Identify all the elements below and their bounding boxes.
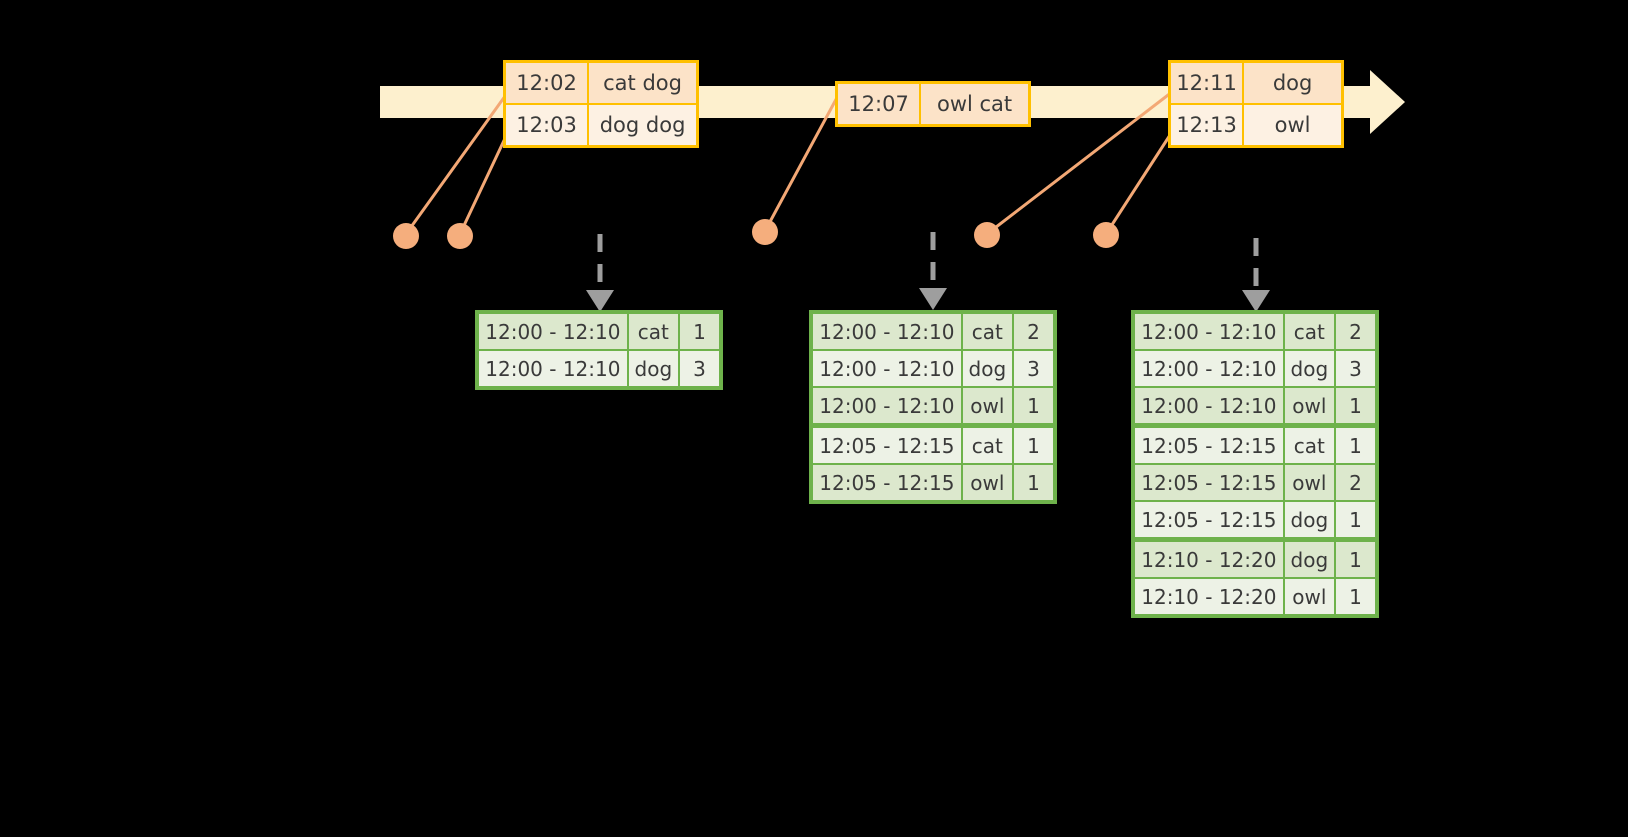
emit-arrows	[597, 232, 1259, 292]
event-row[interactable]: 12:07 owl cat	[838, 84, 1028, 124]
table-cell-count: 1	[1334, 541, 1376, 578]
event-words: cat dog	[587, 63, 696, 103]
table-cell-window: 12:00 - 12:10	[1134, 313, 1284, 350]
event-dot-1207	[752, 219, 778, 245]
table-cell-window: 12:05 - 12:15	[1134, 427, 1284, 464]
table-cell-count: 2	[1334, 313, 1376, 350]
event-dot-1213	[1093, 222, 1119, 248]
table-cell-window: 12:00 - 12:10	[812, 313, 962, 350]
event-timestamp: 12:13	[1171, 105, 1243, 145]
event-dot-1211	[974, 222, 1000, 248]
table-cell-count: 1	[1012, 464, 1054, 501]
table-cell-count: 3	[678, 350, 720, 387]
table-cell-window: 12:00 - 12:10	[478, 350, 628, 387]
table-cell-window: 12:00 - 12:10	[812, 387, 962, 424]
event-group-1[interactable]: 12:02 cat dog 12:03 dog dog	[503, 60, 699, 148]
table-cell-word: dog	[627, 350, 679, 387]
event-words: dog	[1242, 63, 1341, 103]
event-dots	[393, 219, 1119, 249]
event-words: dog dog	[587, 105, 696, 145]
table-cell-word: owl	[961, 464, 1013, 501]
table-cell-word: owl	[1283, 464, 1335, 501]
table-cell-count: 1	[678, 313, 720, 350]
table-cell-word: owl	[1283, 578, 1335, 615]
table-cell-count: 2	[1334, 464, 1376, 501]
table-cell-word: cat	[627, 313, 679, 350]
event-dot-1202	[393, 223, 419, 249]
table-cell-window: 12:10 - 12:20	[1134, 541, 1284, 578]
table-cell-word: cat	[961, 313, 1013, 350]
event-row[interactable]: 12:03 dog dog	[506, 103, 696, 145]
table-cell-word: dog	[1283, 501, 1335, 538]
emit-arrowheads	[586, 288, 1270, 312]
table-cell-count: 3	[1334, 350, 1376, 387]
event-timestamp: 12:02	[506, 63, 588, 103]
table-cell-window: 12:00 - 12:10	[1134, 387, 1284, 424]
event-timestamp: 12:03	[506, 105, 588, 145]
event-row[interactable]: 12:11 dog	[1171, 63, 1341, 103]
table-cell-count: 3	[1012, 350, 1054, 387]
table-cell-count: 1	[1334, 501, 1376, 538]
table-cell-window: 12:10 - 12:20	[1134, 578, 1284, 615]
event-group-3[interactable]: 12:11 dog 12:13 owl	[1168, 60, 1344, 148]
event-dot-1203	[447, 223, 473, 249]
event-words: owl cat	[919, 84, 1028, 124]
event-group-2[interactable]: 12:07 owl cat	[835, 81, 1031, 127]
table-cell-window: 12:05 - 12:15	[812, 464, 962, 501]
table-cell-word: owl	[961, 387, 1013, 424]
table-cell-word: cat	[1283, 313, 1335, 350]
table-cell-count: 1	[1334, 427, 1376, 464]
event-row[interactable]: 12:02 cat dog	[506, 63, 696, 103]
event-timestamp: 12:11	[1171, 63, 1243, 103]
table-cell-count: 1	[1334, 387, 1376, 424]
table-cell-word: dog	[961, 350, 1013, 387]
table-cell-window: 12:00 - 12:10	[1134, 350, 1284, 387]
event-words: owl	[1242, 105, 1341, 145]
table-cell-word: owl	[1283, 387, 1335, 424]
table-cell-window: 12:05 - 12:15	[812, 427, 962, 464]
table-cell-word: cat	[1283, 427, 1335, 464]
event-row[interactable]: 12:13 owl	[1171, 103, 1341, 145]
table-cell-count: 1	[1012, 427, 1054, 464]
table-cell-word: dog	[1283, 350, 1335, 387]
table-cell-count: 2	[1012, 313, 1054, 350]
table-cell-window: 12:05 - 12:15	[1134, 464, 1284, 501]
table-cell-count: 1	[1334, 578, 1376, 615]
table-cell-count: 1	[1012, 387, 1054, 424]
event-timestamp: 12:07	[838, 84, 920, 124]
table-cell-window: 12:00 - 12:10	[812, 350, 962, 387]
table-cell-word: cat	[961, 427, 1013, 464]
table-cell-window: 12:00 - 12:10	[478, 313, 628, 350]
table-cell-word: dog	[1283, 541, 1335, 578]
table-cell-window: 12:05 - 12:15	[1134, 501, 1284, 538]
event-connectors	[404, 90, 1174, 236]
